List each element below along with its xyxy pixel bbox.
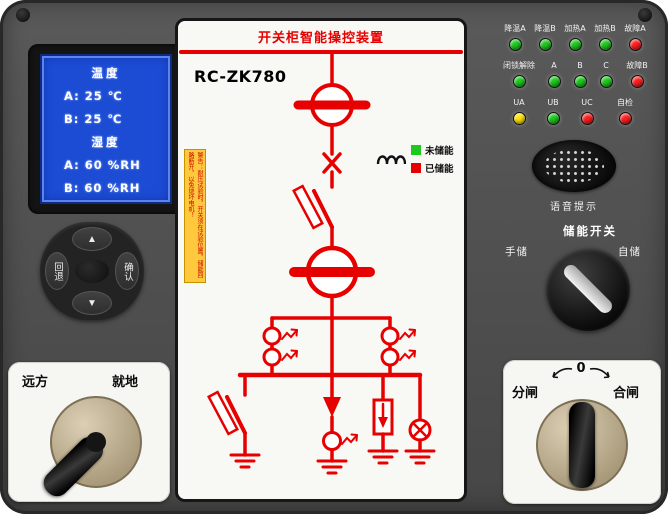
led-indicator: [538, 38, 552, 51]
led-cell: 故障A: [620, 24, 650, 51]
nav-confirm-button[interactable]: 确认: [115, 252, 139, 290]
single-line-diagram: [179, 50, 463, 475]
led-cell: C: [593, 61, 619, 88]
led-label: 自检: [617, 98, 633, 107]
legend-charged-label: 已储能: [425, 164, 454, 175]
lcd-screen: 温度 A: 25 ℃ B: 25 ℃ 湿度 A: 60 %RH B: 60 %R…: [40, 54, 172, 204]
led-cell: UA: [502, 98, 536, 125]
remote-local-knob[interactable]: [38, 396, 142, 502]
led-indicator: [573, 75, 587, 88]
led-indicator: [599, 75, 613, 88]
manual-charge-label: 手储: [505, 246, 528, 258]
legend-charged: 已储能: [411, 161, 454, 175]
led-label: 故障B: [626, 61, 648, 70]
open-close-knob[interactable]: [536, 399, 628, 491]
led-cell: 自检: [604, 98, 646, 125]
led-cell: UB: [536, 98, 570, 125]
led-indicator: [618, 112, 632, 125]
lcd-humidity-a: A: 60 %RH: [64, 158, 141, 172]
lcd-bezel: 温度 A: 25 ℃ B: 25 ℃ 湿度 A: 60 %RH B: 60 %R…: [28, 44, 184, 214]
legend-not-charged-label: 未储能: [425, 146, 454, 157]
mimic-title: 开关柜智能操控装置: [257, 31, 384, 46]
warning-label: 警告：耐压试验时，开关须在试验位置，储能回路断开，以免烧坏电机！: [184, 149, 206, 283]
model-label: RC-ZK780: [194, 67, 287, 86]
led-cell: A: [541, 61, 567, 88]
led-label: C: [603, 61, 609, 70]
led-indicator: [568, 38, 582, 51]
speaker-holes: [544, 149, 604, 183]
led-indicator: [547, 75, 561, 88]
mimic-panel: 开关柜智能操控装置: [175, 18, 467, 502]
speaker-grille: [532, 140, 616, 192]
open-close-handle: [569, 402, 595, 488]
led-indicator: [512, 75, 526, 88]
led-indicator: [512, 112, 526, 125]
charge-switch-knob[interactable]: [546, 247, 630, 331]
led-row-1: 降温A 降温B 加热A 加热B 故障A: [500, 24, 650, 51]
led-label: A: [551, 61, 557, 70]
auto-charge-label: 自储: [618, 246, 641, 258]
nav-down-button[interactable]: ▼: [72, 291, 112, 315]
rotation-arrows-icon: [552, 367, 610, 379]
charge-switch-title: 储能开关: [563, 224, 617, 238]
red-swatch: [411, 163, 421, 173]
lcd-temperature-a: A: 25 ℃: [64, 89, 123, 103]
spring-icon: [376, 155, 406, 165]
legend-not-charged: 未储能: [411, 143, 454, 157]
open-close-panel: 0 分闸 合闸: [503, 360, 661, 504]
charge-switch-handle: [561, 262, 615, 316]
led-cell: 降温B: [530, 24, 560, 51]
led-row-3: UA UB UC 自检: [502, 98, 646, 125]
led-label: 加热A: [564, 24, 586, 33]
led-label: 加热B: [594, 24, 616, 33]
nav-center-knob[interactable]: [75, 259, 109, 283]
led-indicator: [598, 38, 612, 51]
green-swatch: [411, 145, 421, 155]
local-label: 就地: [112, 375, 139, 390]
screw-top-left: [16, 8, 30, 22]
nav-back-button[interactable]: 回退: [45, 252, 69, 290]
led-label: 闭锁解除: [503, 61, 535, 70]
remote-label: 远方: [22, 375, 49, 390]
led-cell: 故障B: [619, 61, 655, 88]
led-indicator: [546, 112, 560, 125]
voice-prompt-label: 语音提示: [550, 202, 598, 213]
led-indicator: [628, 38, 642, 51]
charge-legend: 未储能 已储能: [376, 143, 454, 175]
led-indicator: [580, 112, 594, 125]
led-cell: 加热B: [590, 24, 620, 51]
screw-top-right: [638, 8, 652, 22]
led-indicator: [508, 38, 522, 51]
led-label: UA: [513, 98, 525, 107]
nav-pad: ▲ ▼ 回退 确认: [40, 222, 144, 320]
led-label: UC: [581, 98, 593, 107]
open-label: 分闸: [512, 386, 539, 401]
lcd-humidity-title: 湿度: [91, 135, 121, 149]
close-label: 合闸: [613, 386, 640, 401]
remote-local-panel: 远方 就地: [8, 362, 170, 502]
led-label: 故障A: [624, 24, 646, 33]
lcd-humidity-b: B: 60 %RH: [64, 181, 141, 195]
led-label: UB: [547, 98, 559, 107]
led-label: 降温A: [504, 24, 526, 33]
knob-cap: [86, 432, 106, 452]
led-cell: 闭锁解除: [497, 61, 541, 88]
led-cell: B: [567, 61, 593, 88]
led-cell: 降温A: [500, 24, 530, 51]
led-label: 降温B: [534, 24, 556, 33]
led-indicator: [630, 75, 644, 88]
led-label: B: [577, 61, 583, 70]
led-row-2: 闭锁解除 A B C 故障B: [497, 61, 655, 88]
led-cell: UC: [570, 98, 604, 125]
nav-up-button[interactable]: ▲: [72, 227, 112, 251]
lcd-temperature-title: 温度: [91, 66, 121, 80]
led-cell: 加热A: [560, 24, 590, 51]
lcd-temperature-b: B: 25 ℃: [64, 112, 123, 126]
zero-position-mark: 0: [576, 361, 586, 376]
